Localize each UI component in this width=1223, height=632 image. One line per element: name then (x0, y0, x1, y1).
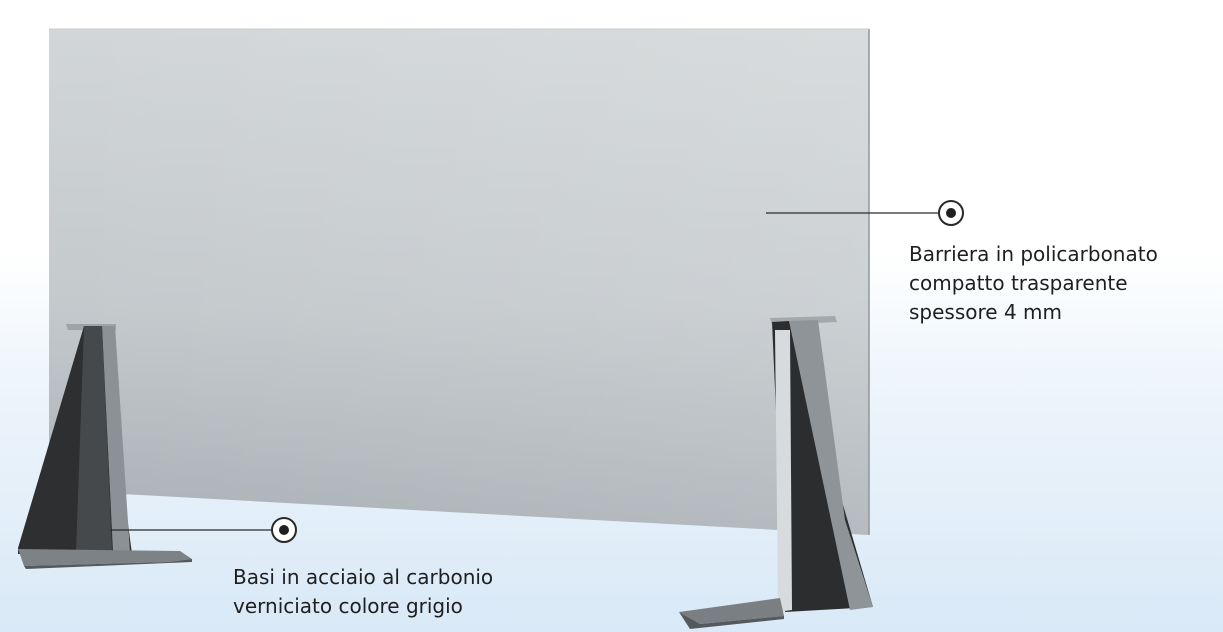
panel-callout-label: Barriera in policarbonato compatto trasp… (909, 240, 1158, 327)
base-callout-leader (110, 517, 297, 543)
base-callout-line-1: Basi in acciaio al carbonio (233, 565, 494, 589)
base-callout-line-2: verniciato colore grigio (233, 594, 463, 618)
panel-callout-leader (766, 200, 964, 226)
panel-callout-line-2: compatto trasparente (909, 271, 1128, 295)
left-steel-base (18, 324, 192, 569)
panel-callout-line-3: spessore 4 mm (909, 300, 1062, 324)
base-callout-label: Basi in acciaio al carbonio verniciato c… (233, 563, 493, 621)
panel-callout-line-1: Barriera in policarbonato (909, 242, 1158, 266)
polycarbonate-panel (49, 28, 870, 535)
right-steel-base (679, 316, 873, 629)
